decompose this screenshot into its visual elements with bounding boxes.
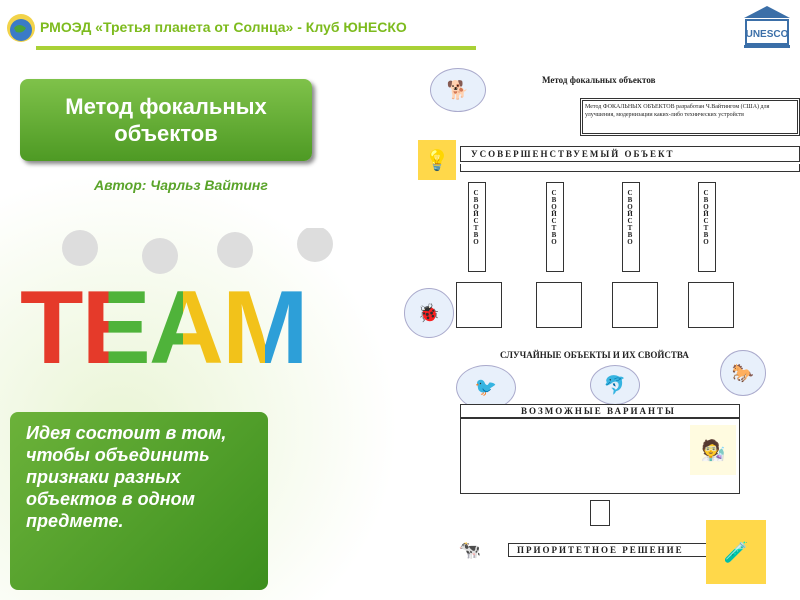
header-divider xyxy=(36,46,476,50)
inventor-icon: 🧪 xyxy=(706,520,766,584)
improved-object-box: УСОВЕРШЕНСТВУЕМЫЙ ОБЪЕКТ xyxy=(460,146,800,162)
team-figures xyxy=(62,226,333,274)
variants-label: ВОЗМОЖНЫЕ ВАРИАНТЫ xyxy=(521,406,676,416)
priority-box: ПРИОРИТЕТНОЕ РЕШЕНИЕ xyxy=(508,543,738,557)
scientist-icon: 🧑‍🔬 xyxy=(690,425,736,475)
slide-title: Метод фокальных объектов xyxy=(20,79,312,161)
property-arrow-1: СВОЙСТВО xyxy=(468,182,486,272)
property-arrow-3: СВОЙСТВО xyxy=(622,182,640,272)
horse-icon: 🐎 xyxy=(720,350,766,396)
cow-icon: 🐄 xyxy=(440,515,500,585)
header-title: РМОЭД «Третья планета от Солнца» - Клуб … xyxy=(40,19,407,35)
diagram-title: Метод фокальных объектов xyxy=(542,75,656,85)
dog-thought-icon: 🐕 xyxy=(430,68,486,112)
random-object-box-2 xyxy=(536,282,582,328)
club-logo xyxy=(4,4,38,50)
property-label: СВОЙСТВО xyxy=(550,189,558,245)
focal-method-diagram: Метод фокальных объектов Метод ФОКАЛЬНЫХ… xyxy=(400,60,800,600)
team-illustration: TEAM xyxy=(20,226,360,398)
down-arrow xyxy=(590,500,610,526)
improved-object-underline xyxy=(460,164,800,172)
variants-header: ВОЗМОЖНЫЕ ВАРИАНТЫ xyxy=(460,404,740,418)
diagram-description: Метод ФОКАЛЬНЫХ ОБЪЕКТОВ разработан Ч.Ва… xyxy=(580,98,800,136)
random-objects-label: СЛУЧАЙНЫЕ ОБЪЕКТЫ И ИХ СВОЙСТВА xyxy=(500,350,689,360)
random-object-box-3 xyxy=(612,282,658,328)
beetle-icon: 🐞 xyxy=(404,288,454,338)
property-label: СВОЙСТВО xyxy=(472,189,480,245)
dolphin-icon: 🐬 xyxy=(590,365,640,405)
team-letters: TEAM xyxy=(20,268,360,388)
svg-text:UNESCO: UNESCO xyxy=(746,29,789,40)
random-object-box-1 xyxy=(456,282,502,328)
random-object-box-4 xyxy=(688,282,734,328)
property-arrow-4: СВОЙСТВО xyxy=(698,182,716,272)
property-label: СВОЙСТВО xyxy=(626,189,634,245)
improved-object-label: УСОВЕРШЕНСТВУЕМЫЙ ОБЪЕКТ xyxy=(471,149,675,159)
priority-label: ПРИОРИТЕТНОЕ РЕШЕНИЕ xyxy=(517,545,684,555)
property-arrow-2: СВОЙСТВО xyxy=(546,182,564,272)
idea-text: Идея состоит в том, чтобы объединить при… xyxy=(10,412,268,590)
thinker-icon: 💡 xyxy=(418,140,456,180)
author-label: Автор: Чарльз Вайтинг xyxy=(94,177,268,193)
unesco-logo: UNESCO xyxy=(740,4,794,50)
property-label: СВОЙСТВО xyxy=(702,189,710,245)
